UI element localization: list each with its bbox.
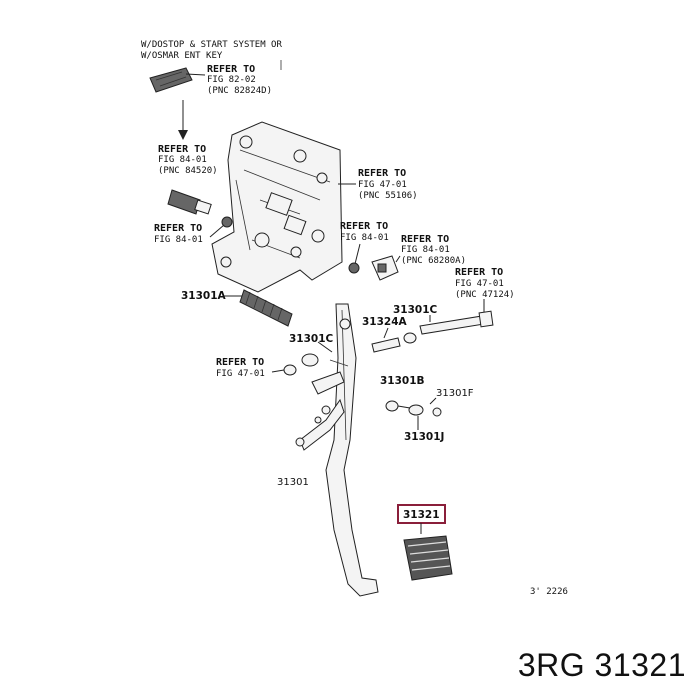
clip-left bbox=[283, 364, 297, 376]
part-31301C-right-label: 31301C bbox=[393, 304, 438, 316]
ref8-line2: FIG 47-01 bbox=[216, 369, 265, 379]
part-31301A-label: 31301A bbox=[181, 290, 227, 302]
ref8-line1: REFER TO bbox=[216, 357, 264, 368]
pedal-bracket bbox=[211, 121, 343, 293]
ref3-line2: FIG 47-01 bbox=[358, 180, 407, 190]
part-31301-label: 31301 bbox=[277, 477, 309, 488]
stop-lamp-switch bbox=[167, 189, 212, 215]
ref3-line3: (PNC 55106) bbox=[358, 191, 418, 201]
long-bolt bbox=[419, 310, 494, 335]
down-arrow-head bbox=[178, 130, 188, 140]
part-31321-pedal-pad bbox=[403, 535, 453, 581]
ref7-line1: REFER TO bbox=[455, 267, 503, 278]
sensor-component bbox=[371, 255, 399, 281]
ref6-line2: FIG 84-01 bbox=[401, 245, 450, 255]
ref1-line3: (PNC 82824D) bbox=[207, 86, 272, 96]
bushing-left bbox=[301, 353, 319, 367]
ref1-line2: FIG 82-02 bbox=[207, 75, 256, 85]
part-31321-label: 31321 bbox=[403, 509, 440, 521]
switch-component bbox=[149, 67, 193, 93]
part-31301J-label: 31301J bbox=[404, 431, 444, 443]
header-note-line1: W/DOSTOP & START SYSTEM OR bbox=[141, 40, 282, 50]
header-note-line2: W/OSMAR ENT KEY bbox=[141, 51, 223, 61]
figure-code: 3' 2226 bbox=[530, 587, 568, 597]
nut-right bbox=[348, 262, 360, 274]
ref5-line1: REFER TO bbox=[340, 221, 388, 232]
part-31301A-spring bbox=[239, 289, 293, 327]
part-31301F-label: 31301F bbox=[436, 388, 474, 399]
ref1-line1: REFER TO bbox=[207, 64, 255, 75]
ref4-line2: FIG 84-01 bbox=[154, 235, 203, 245]
part-number-caption: 3RG 31321 bbox=[517, 647, 686, 683]
small-bushings bbox=[385, 400, 442, 417]
ref4-leader bbox=[209, 224, 225, 238]
part-31301C-left-label: 31301C bbox=[289, 333, 334, 345]
ref4-line1: REFER TO bbox=[154, 223, 202, 234]
part-31324A-bushing bbox=[371, 332, 417, 353]
ref7-line2: FIG 47-01 bbox=[455, 279, 504, 289]
part-31301C-left-leader bbox=[317, 341, 333, 353]
ref3-line1: REFER TO bbox=[358, 168, 406, 179]
ref2-line1: REFER TO bbox=[158, 144, 206, 155]
ref6-leader bbox=[395, 255, 401, 263]
ref2-line2: FIG 84-01 bbox=[158, 155, 207, 165]
part-31301B-label: 31301B bbox=[380, 375, 425, 387]
brake-pedal-arm bbox=[295, 303, 379, 597]
ref2-line3: (PNC 84520) bbox=[158, 166, 218, 176]
nut-left bbox=[221, 216, 233, 228]
ref7-line3: (PNC 47124) bbox=[455, 290, 515, 300]
ref6-line1: REFER TO bbox=[401, 234, 449, 245]
part-31324A-label: 31324A bbox=[362, 316, 408, 328]
part-31324A-leader bbox=[383, 327, 389, 339]
part-31301F-leader bbox=[429, 397, 437, 405]
ref6-line3: (PNC 68280A) bbox=[401, 256, 466, 266]
ref8-leader bbox=[271, 369, 285, 373]
ref5-leader bbox=[354, 243, 361, 265]
ref5-line2: FIG 84-01 bbox=[340, 233, 389, 243]
ref1-leader bbox=[185, 73, 206, 76]
